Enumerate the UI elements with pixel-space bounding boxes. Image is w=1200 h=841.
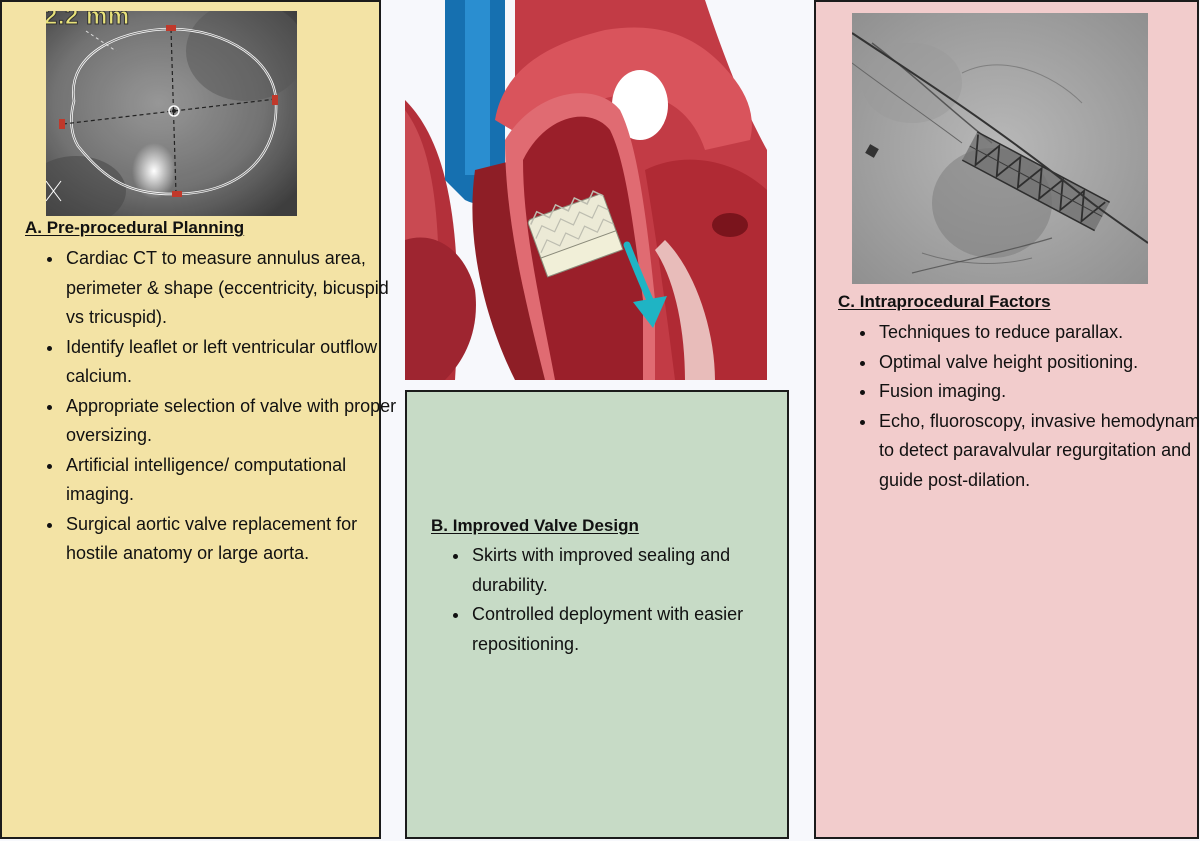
fluoroscopy-icon bbox=[852, 13, 1148, 284]
heart-valve-icon bbox=[405, 0, 767, 380]
panel-c-heading: C. Intraprocedural Factors bbox=[838, 292, 1051, 311]
list-item: Appropriate selection of valve with prop… bbox=[64, 392, 404, 451]
list-item: Echo, fluoroscopy, invasive hemodynamics… bbox=[877, 407, 1200, 496]
list-item: Surgical aortic valve replacement for ho… bbox=[64, 510, 404, 569]
list-item: Controlled deployment with easier reposi… bbox=[470, 600, 810, 659]
panel-b-heading: B. Improved Valve Design bbox=[431, 516, 639, 535]
list-item: Optimal valve height positioning. bbox=[877, 348, 1200, 378]
list-item: Identify leaflet or left ventricular out… bbox=[64, 333, 404, 392]
list-item: Cardiac CT to measure annulus area, peri… bbox=[64, 244, 404, 333]
panel-a-heading: A. Pre-procedural Planning bbox=[25, 218, 245, 237]
panel-c-list: Techniques to reduce parallax. Optimal v… bbox=[838, 318, 1200, 495]
ct-annulus-icon: 2.2 mm bbox=[46, 11, 297, 216]
list-item: Artificial intelligence/ computational i… bbox=[64, 451, 404, 510]
panel-b-list: Skirts with improved sealing and durabil… bbox=[431, 541, 810, 659]
list-item: Techniques to reduce parallax. bbox=[877, 318, 1200, 348]
panel-a-list: Cardiac CT to measure annulus area, peri… bbox=[25, 244, 404, 569]
list-item: Fusion imaging. bbox=[877, 377, 1200, 407]
panel-improved-valve-design: B. Improved Valve Design Skirts with imp… bbox=[405, 390, 789, 839]
list-item: Skirts with improved sealing and durabil… bbox=[470, 541, 810, 600]
ct-measurement-label: 2.2 mm bbox=[46, 11, 130, 31]
